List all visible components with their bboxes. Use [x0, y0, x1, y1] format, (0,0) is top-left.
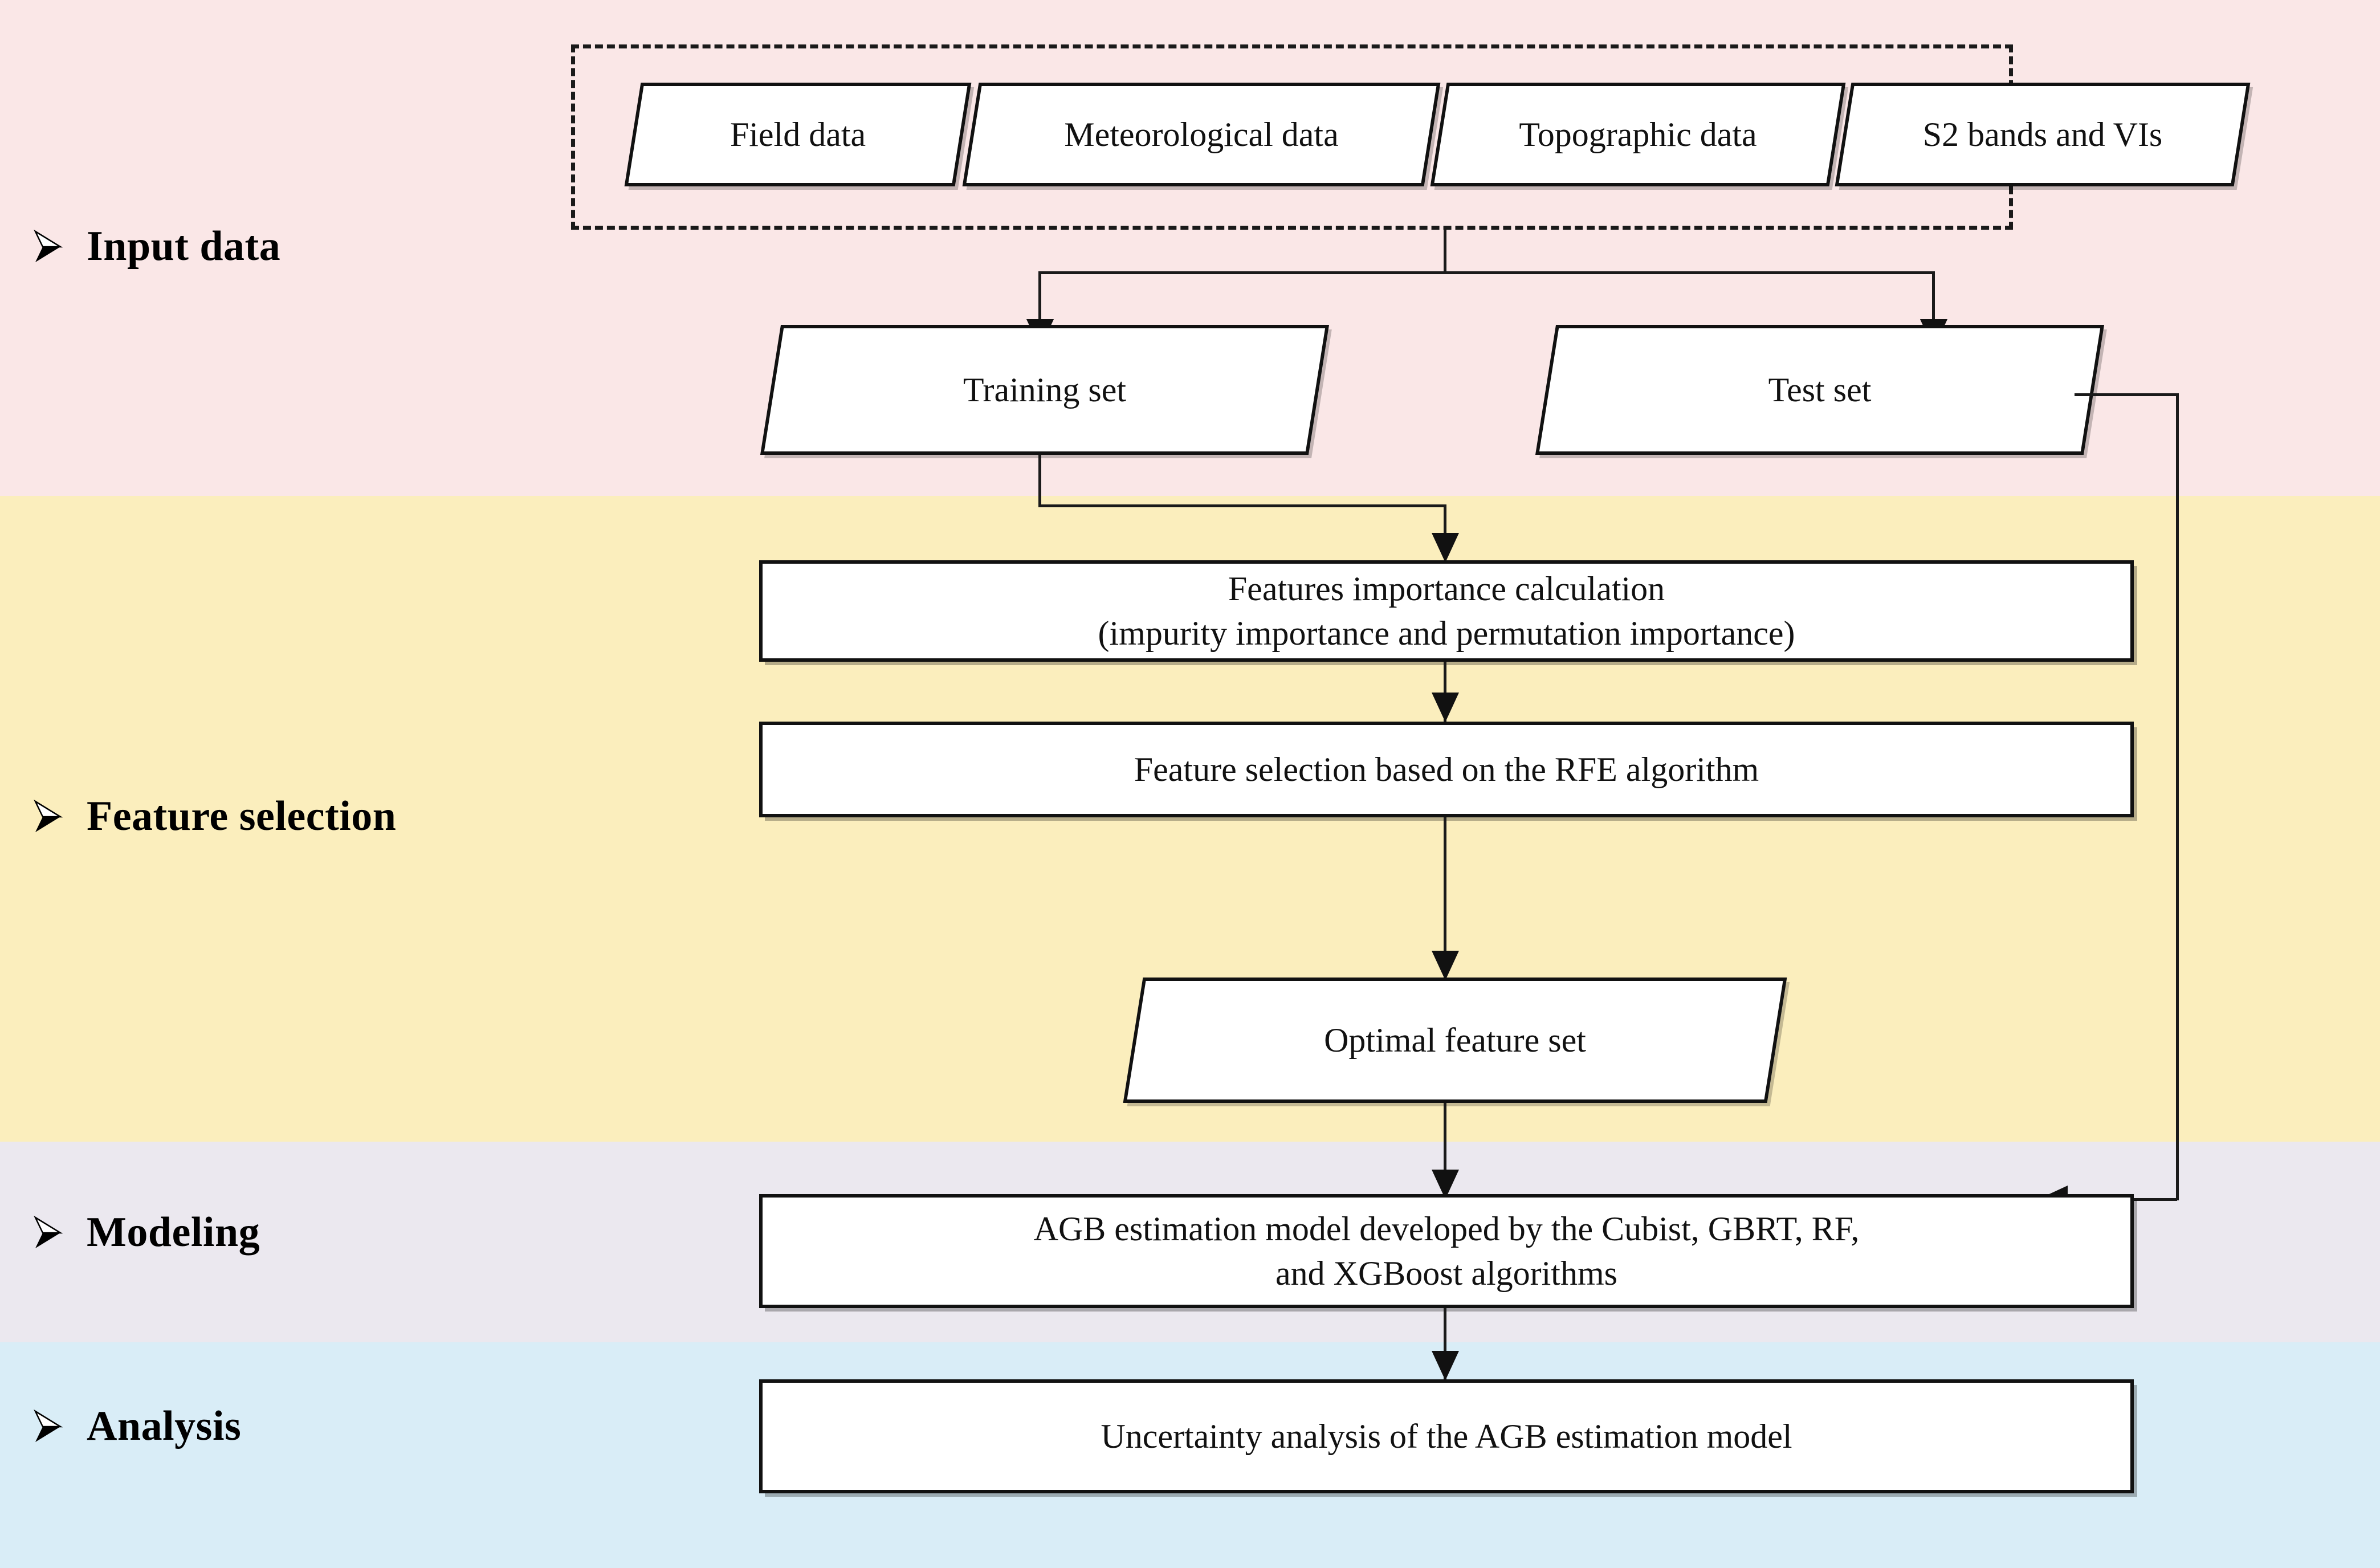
stage-label-feature: Feature selection: [33, 792, 396, 841]
stage-label-analysis: Analysis: [33, 1402, 241, 1451]
node-label: Optimal feature set: [1324, 1021, 1586, 1059]
edge-model-to-uncertainty-line: [1444, 1308, 1446, 1382]
edge-optimal-to-model-line: [1444, 1103, 1446, 1200]
node-optimal-feature-set[interactable]: Optimal feature set: [1123, 978, 1787, 1103]
node-label: Test set: [1768, 370, 1872, 409]
stage-label-text: Modeling: [87, 1209, 260, 1256]
edge-to-test-set-line: [1932, 271, 1935, 328]
node-agb-estimation-model[interactable]: AGB estimation model developed by the Cu…: [759, 1194, 2134, 1308]
stage-label-input: Input data: [33, 222, 280, 271]
edge-rfe-to-optimal-arrowhead: [1432, 951, 1459, 980]
edge-training-to-features-arrowhead: [1432, 533, 1459, 563]
node-s2-bands-vis[interactable]: S2 bands and VIs: [1835, 83, 2251, 186]
node-label: Topographic data: [1519, 115, 1757, 153]
edge-test-to-model-v: [2176, 393, 2179, 1200]
edge-test-to-model-h1: [2075, 393, 2178, 396]
edge-to-training-set-line: [1038, 271, 1041, 328]
node-field-data[interactable]: Field data: [624, 83, 972, 186]
node-uncertainty-analysis[interactable]: Uncertainty analysis of the AGB estimati…: [759, 1379, 2134, 1493]
edge-input-split-stem: [1444, 228, 1446, 274]
arrow-bullet-icon: [33, 1409, 63, 1444]
node-label: Training set: [963, 370, 1127, 409]
node-rfe-selection[interactable]: Feature selection based on the RFE algor…: [759, 722, 2134, 817]
node-training-set[interactable]: Training set: [760, 325, 1330, 455]
edge-model-to-uncertainty-arrowhead: [1432, 1351, 1459, 1380]
node-label-line2: and XGBoost algorithms: [1275, 1255, 1617, 1292]
stage-label-text: Feature selection: [87, 793, 397, 840]
node-label: Feature selection based on the RFE algor…: [1134, 751, 1759, 788]
node-topographic-data[interactable]: Topographic data: [1430, 83, 1846, 186]
node-label: Features importance calculation (impurit…: [1085, 567, 1809, 655]
node-label-line1: Features importance calculation: [1228, 570, 1665, 608]
stage-label-modeling: Modeling: [33, 1208, 260, 1257]
edge-training-to-features-v1: [1038, 455, 1041, 507]
node-test-set[interactable]: Test set: [1535, 325, 2105, 455]
node-label-line1: AGB estimation model developed by the Cu…: [1033, 1210, 1860, 1248]
node-label: Uncertainty analysis of the AGB estimati…: [1101, 1418, 1792, 1455]
edge-features-to-rfe-arrowhead: [1432, 693, 1459, 722]
arrow-bullet-icon: [33, 799, 63, 834]
edge-input-split-bar: [1038, 271, 1934, 274]
edge-training-to-features-v2: [1444, 504, 1446, 557]
edge-rfe-to-optimal-line: [1444, 817, 1446, 980]
node-label: AGB estimation model developed by the Cu…: [1020, 1207, 1873, 1296]
edge-training-to-features-h: [1038, 504, 1446, 507]
node-label: S2 bands and VIs: [1922, 115, 2163, 153]
node-label-line2: (impurity importance and permutation imp…: [1098, 614, 1795, 652]
stage-label-text: Analysis: [87, 1403, 242, 1449]
arrow-bullet-icon: [33, 1215, 63, 1251]
node-label: Field data: [730, 115, 866, 153]
node-feature-importance[interactable]: Features importance calculation (impurit…: [759, 560, 2134, 662]
arrow-bullet-icon: [33, 229, 63, 264]
stage-label-text: Input data: [87, 223, 281, 270]
node-label: Meteorological data: [1064, 115, 1339, 153]
node-meteorological-data[interactable]: Meteorological data: [962, 83, 1441, 186]
